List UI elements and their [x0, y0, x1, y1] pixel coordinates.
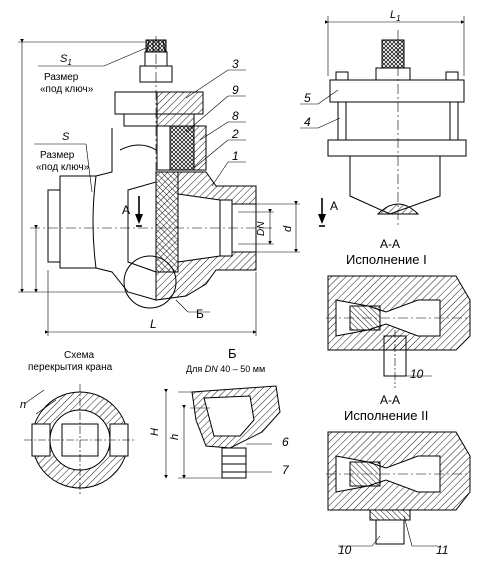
section1-title: А-А	[380, 237, 400, 251]
section2-variant: Исполнение II	[344, 408, 428, 423]
dim-label-n: n	[20, 399, 26, 411]
scheme-title-1: Схема	[64, 350, 95, 361]
callout-3: 3	[232, 57, 239, 71]
scheme-title-2: перекрытия крана	[28, 362, 113, 373]
leader-s1	[38, 47, 147, 67]
valve-body	[30, 128, 272, 313]
label-pod-kluch-2: «под ключ»	[36, 162, 90, 173]
label-razmer-1: Размер	[44, 72, 79, 83]
callout-leaders-main	[185, 69, 246, 187]
label-pod-kluch-1: «под ключ»	[40, 84, 94, 95]
callout-10-b: 10	[338, 543, 352, 557]
dim-label-d: d	[282, 225, 294, 232]
callout-4: 4	[304, 115, 311, 129]
side-view	[300, 16, 467, 227]
section-label-a-right: А	[330, 199, 338, 213]
section-label-a-left: А	[122, 203, 130, 217]
section-aa-2	[326, 431, 471, 547]
section2-title: А-А	[380, 393, 400, 407]
detail-subtitle: Для DN 40 – 50 мм	[186, 364, 265, 374]
callout-b: Б	[196, 307, 204, 321]
bonnet	[114, 91, 204, 127]
callout-9: 9	[232, 83, 239, 97]
section-arrow-left	[135, 196, 143, 227]
packing	[156, 125, 207, 171]
callout-7: 7	[282, 463, 290, 477]
callout-6: 6	[282, 435, 289, 449]
callout-8: 8	[232, 109, 239, 123]
dim-label-L1: L1	[390, 9, 401, 23]
label-s1: S1	[60, 53, 72, 67]
dim-label-h: h	[169, 434, 181, 440]
dim-label-H: H	[149, 428, 161, 436]
callout-11: 11	[436, 543, 448, 557]
detail-b	[164, 385, 281, 479]
dim-height-total	[18, 39, 145, 293]
leader-s	[34, 143, 93, 193]
label-s: S	[62, 131, 70, 143]
callout-2: 2	[231, 127, 239, 141]
label-razmer-2: Размер	[40, 150, 75, 161]
section-aa-1	[326, 275, 471, 388]
callout-5: 5	[304, 91, 311, 105]
callout-10-a: 10	[410, 367, 424, 381]
section1-variant: Исполнение I	[346, 252, 427, 267]
dim-dn-d	[238, 201, 300, 253]
detail-title: Б	[228, 346, 237, 361]
callout-1: 1	[232, 149, 239, 163]
dim-label-dn: DN	[256, 221, 267, 236]
dim-label-L: L	[150, 317, 157, 331]
main-view: А L DN d S1	[18, 36, 300, 336]
dim-length	[45, 270, 257, 336]
shutoff-scheme	[23, 384, 136, 496]
